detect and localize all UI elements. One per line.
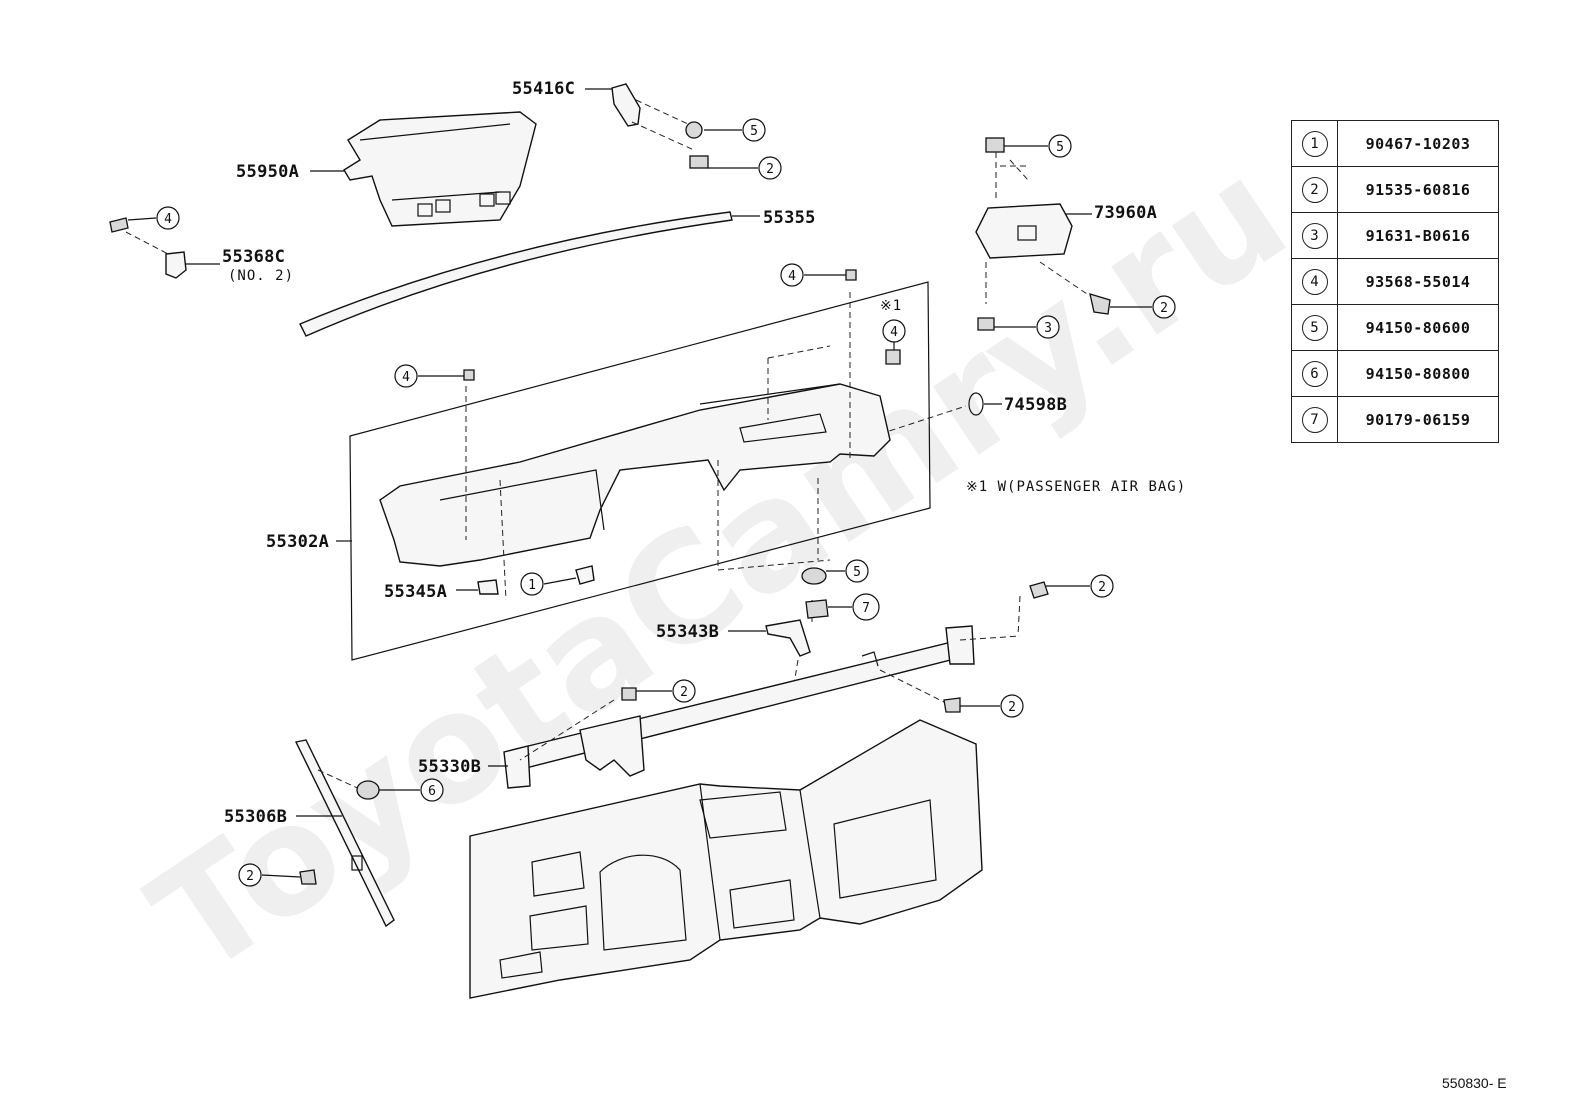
label-73960a: 73960A bbox=[1094, 203, 1157, 223]
legend-key: 4 bbox=[1301, 268, 1328, 295]
label-55355: 55355 bbox=[763, 208, 816, 228]
legend-key: 5 bbox=[1301, 314, 1328, 341]
label-55368c: 55368C bbox=[222, 247, 285, 267]
bracket-55368c-drawing bbox=[109, 217, 187, 279]
legend-row: 7 90179-06159 bbox=[1291, 396, 1499, 443]
legend-key: 2 bbox=[1301, 176, 1328, 203]
legend-row: 2 91535-60816 bbox=[1291, 166, 1499, 213]
callout: 5 bbox=[704, 118, 766, 142]
legend-row: 5 94150-80600 bbox=[1291, 304, 1499, 351]
callout: 2 bbox=[1046, 574, 1114, 598]
cap-74598b-drawing bbox=[879, 392, 984, 435]
svg-text:5: 5 bbox=[750, 124, 758, 139]
callout: 2 bbox=[960, 694, 1024, 718]
note-mark: ※1 bbox=[880, 298, 902, 314]
callout: 4 bbox=[127, 206, 180, 230]
svg-text:2: 2 bbox=[680, 685, 688, 700]
svg-text:6: 6 bbox=[428, 784, 436, 799]
register-55950a-drawing bbox=[343, 111, 537, 227]
label-55302a: 55302A bbox=[266, 532, 329, 552]
fastener-legend-table: 1 90467-10203 2 91535-60816 3 91631-B0616 4… bbox=[1291, 120, 1499, 443]
callout: 2 bbox=[1110, 295, 1176, 319]
legend-part-number: 94150-80600 bbox=[1337, 304, 1499, 351]
svg-text:4: 4 bbox=[164, 212, 172, 227]
legend-key: 3 bbox=[1301, 222, 1328, 249]
legend-key: 6 bbox=[1301, 360, 1328, 387]
legend-part-number: 93568-55014 bbox=[1337, 258, 1499, 305]
bracket-55416c-drawing bbox=[611, 83, 709, 169]
callout: 5 bbox=[826, 559, 869, 583]
label-55330b: 55330B bbox=[418, 757, 481, 777]
callout: 4 bbox=[882, 319, 906, 350]
svg-text:2: 2 bbox=[246, 869, 254, 884]
callouts: 5 2 4 5 2 3 4 4 4 5 1 7 2 2 2 6 2 bbox=[127, 118, 1176, 887]
legend-part-number: 91535-60816 bbox=[1337, 166, 1499, 213]
svg-text:2: 2 bbox=[1160, 301, 1168, 316]
callout: 4 bbox=[780, 263, 846, 287]
label-74598b: 74598B bbox=[1004, 395, 1067, 415]
callout: 2 bbox=[238, 863, 301, 887]
label-55343b: 55343B bbox=[656, 622, 719, 642]
brace-55306b-drawing bbox=[294, 739, 395, 928]
callout: 4 bbox=[394, 364, 464, 388]
molding-55355-drawing bbox=[299, 211, 733, 337]
legend-part-number: 91631-B0616 bbox=[1337, 212, 1499, 259]
airbag-73960a-drawing bbox=[975, 137, 1111, 331]
legend-part-number: 90179-06159 bbox=[1337, 396, 1499, 443]
svg-text:7: 7 bbox=[862, 601, 870, 616]
legend-row: 4 93568-55014 bbox=[1291, 258, 1499, 305]
callout: 7 bbox=[828, 593, 880, 621]
svg-text:4: 4 bbox=[402, 370, 410, 385]
callout: 2 bbox=[708, 156, 782, 180]
svg-text:2: 2 bbox=[1098, 580, 1106, 595]
label-55950a: 55950A bbox=[236, 162, 299, 182]
legend-row: 1 90467-10203 bbox=[1291, 120, 1499, 167]
svg-text:1: 1 bbox=[528, 578, 536, 593]
legend-row: 3 91631-B0616 bbox=[1291, 212, 1499, 259]
legend-row: 6 94150-80800 bbox=[1291, 350, 1499, 397]
svg-text:4: 4 bbox=[890, 325, 898, 340]
passenger-airbag-note: ※1 W(PASSENGER AIR BAG) bbox=[966, 479, 1186, 495]
svg-text:5: 5 bbox=[1056, 140, 1064, 155]
callout: 5 bbox=[1004, 134, 1072, 158]
svg-text:2: 2 bbox=[766, 162, 774, 177]
svg-text:2: 2 bbox=[1008, 700, 1016, 715]
svg-text:3: 3 bbox=[1044, 321, 1052, 336]
label-55416c: 55416C bbox=[512, 79, 575, 99]
svg-text:4: 4 bbox=[788, 269, 796, 284]
legend-key: 1 bbox=[1301, 130, 1328, 157]
legend-part-number: 90467-10203 bbox=[1337, 120, 1499, 167]
label-55368c-sub: (NO. 2) bbox=[228, 268, 294, 284]
callout: 1 bbox=[520, 572, 577, 596]
svg-text:5: 5 bbox=[853, 565, 861, 580]
figure-code: 550830- E bbox=[1442, 1075, 1507, 1091]
callout: 2 bbox=[636, 679, 696, 703]
panel-55302a-drawing bbox=[349, 269, 931, 661]
legend-part-number: 94150-80800 bbox=[1337, 350, 1499, 397]
label-55345a: 55345A bbox=[384, 582, 447, 602]
callout: 3 bbox=[994, 315, 1060, 339]
lower-panel-drawing bbox=[469, 719, 983, 999]
legend-key: 7 bbox=[1301, 406, 1328, 433]
callout: 6 bbox=[379, 778, 444, 802]
label-55306b: 55306B bbox=[224, 807, 287, 827]
reinforcement-55330b-drawing bbox=[503, 581, 1049, 789]
